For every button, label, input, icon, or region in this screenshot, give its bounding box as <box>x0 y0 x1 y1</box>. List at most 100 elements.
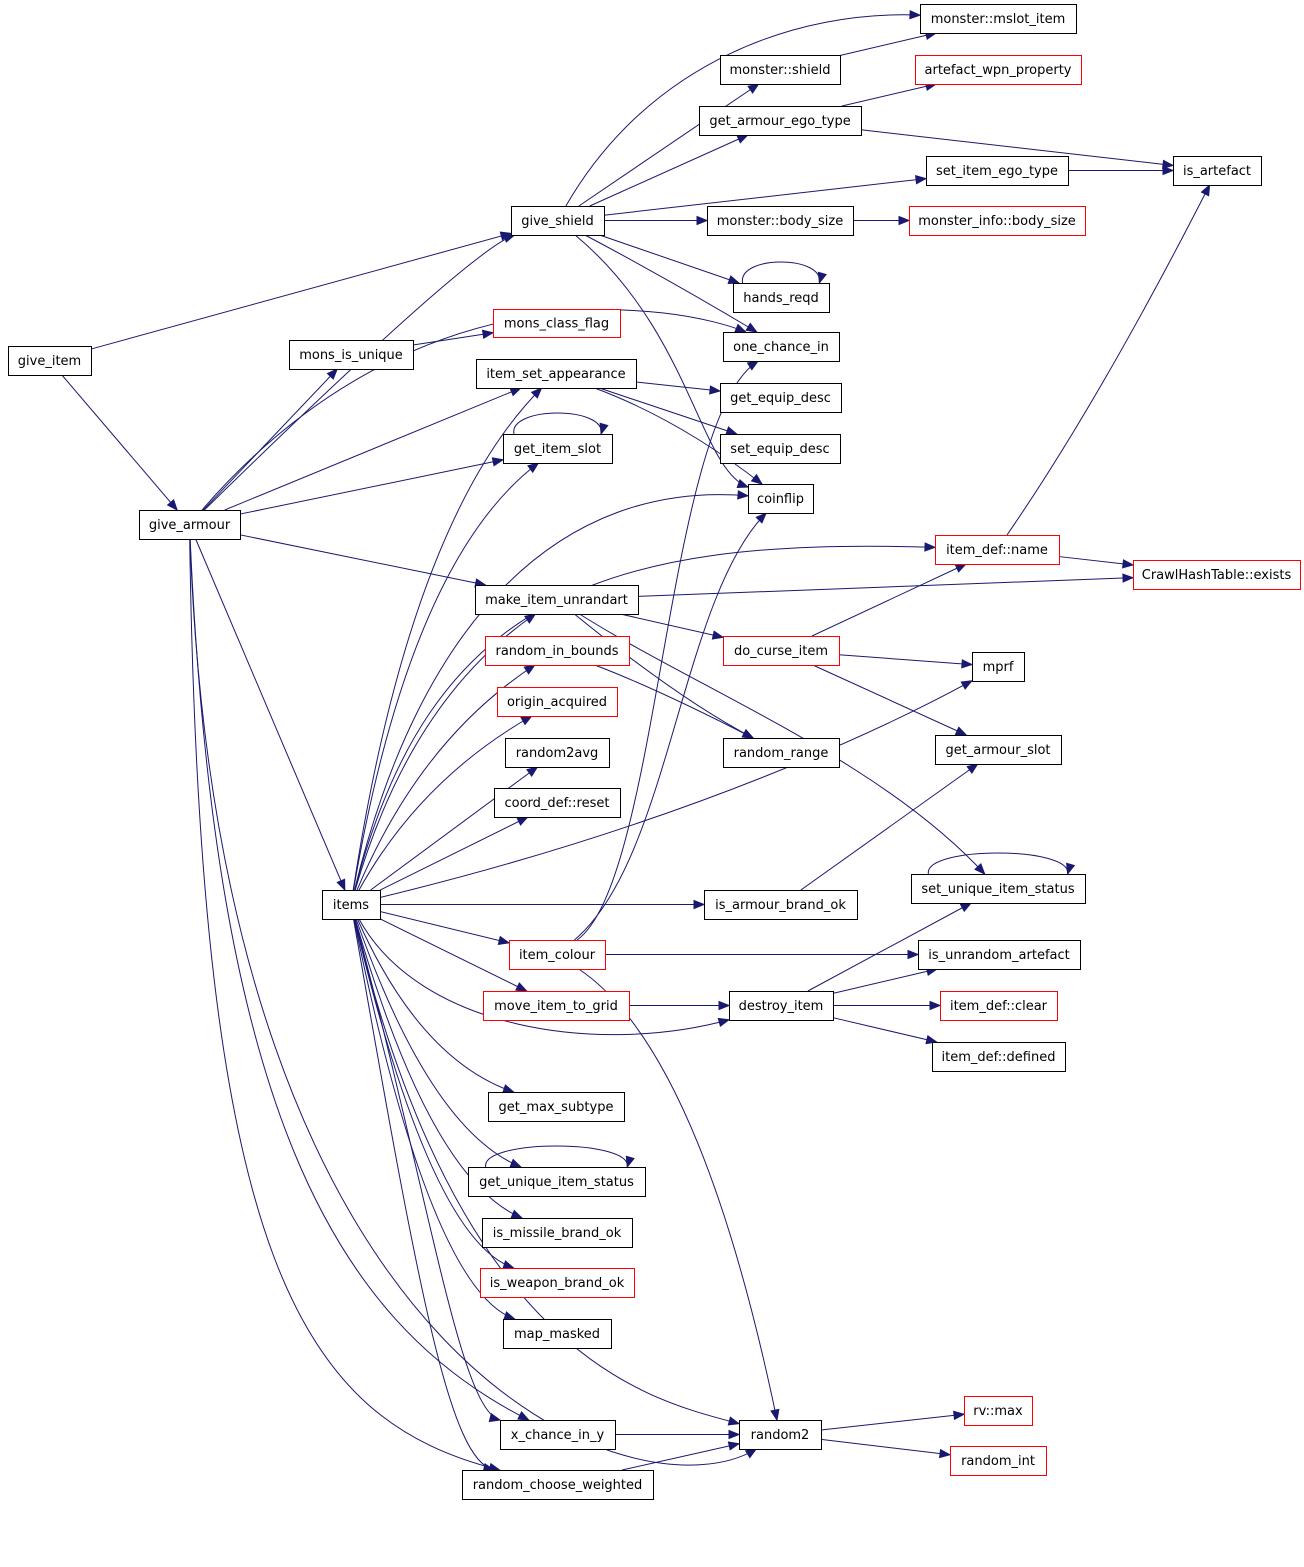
node-coinflip[interactable]: coinflip <box>748 484 814 514</box>
node-box <box>723 636 840 666</box>
node-label: get_max_subtype <box>499 1100 614 1115</box>
node-is-missile-brand-ok[interactable]: is_missile_brand_ok <box>482 1218 633 1248</box>
node-random-in-bounds[interactable]: random_in_bounds <box>485 636 630 666</box>
edge-do_curse_item-to-mprf <box>838 654 974 669</box>
node-is-weapon-brand-ok[interactable]: is_weapon_brand_ok <box>480 1268 635 1298</box>
node-random-choose-weighted[interactable]: random_choose_weighted <box>462 1470 654 1500</box>
edge-destroy_item-to-item_def_clear <box>833 1000 942 1011</box>
edge-give_shield-to-monster_shield <box>578 83 760 207</box>
node-box <box>511 206 605 236</box>
node-box <box>322 890 381 920</box>
node-box <box>704 890 858 920</box>
edge-do_curse_item-to-item_def_name <box>811 563 968 637</box>
node-x-chance-in-y[interactable]: x_chance_in_y <box>500 1420 616 1450</box>
node-hands-reqd[interactable]: hands_reqd <box>733 283 830 313</box>
node-label: item_def::defined <box>942 1050 1056 1065</box>
node-item-colour[interactable]: item_colour <box>509 940 606 970</box>
node-label: mons_class_flag <box>504 317 609 332</box>
node-give-item[interactable]: give_item <box>8 346 92 376</box>
node-box <box>915 55 1082 85</box>
node-random-range[interactable]: random_range <box>723 738 840 768</box>
node-set-equip-desc[interactable]: set_equip_desc <box>720 434 841 464</box>
node-mprf[interactable]: mprf <box>972 652 1025 682</box>
edge-give_shield-to-get_armour_ego_type <box>589 134 749 207</box>
node-item-def-name[interactable]: item_def::name <box>935 535 1060 565</box>
node-box <box>729 991 834 1021</box>
node-make-item-unrandart[interactable]: make_item_unrandart <box>475 585 639 615</box>
node-monster-body-size[interactable]: monster::body_size <box>707 206 854 236</box>
node-get-unique-item-status[interactable]: get_unique_item_status <box>468 1167 646 1197</box>
node-set-item-ego-type[interactable]: set_item_ego_type <box>926 156 1069 186</box>
node-box <box>920 4 1077 34</box>
node-box <box>739 1420 822 1450</box>
node-label: is_armour_brand_ok <box>715 898 846 913</box>
edge-random2-to-rv_max <box>820 1410 966 1431</box>
node-crawlhashtable-exists[interactable]: CrawlHashTable::exists <box>1133 560 1301 590</box>
node-map-masked[interactable]: map_masked <box>503 1319 612 1349</box>
node-move-item-to-grid[interactable]: move_item_to_grid <box>483 991 630 1021</box>
node-label: random_choose_weighted <box>473 1478 643 1493</box>
edge-give_armour-to-item_set_appearance <box>224 387 523 511</box>
node-box <box>935 735 1062 765</box>
node-item-set-appearance[interactable]: item_set_appearance <box>476 359 637 389</box>
node-mons-is-unique[interactable]: mons_is_unique <box>289 340 414 370</box>
node-random2[interactable]: random2 <box>739 1420 822 1450</box>
node-get-equip-desc[interactable]: get_equip_desc <box>720 383 842 413</box>
node-monster-info-body-size[interactable]: monster_info::body_size <box>909 206 1086 236</box>
node-is-armour-brand-ok[interactable]: is_armour_brand_ok <box>704 890 858 920</box>
node-box <box>494 788 621 818</box>
node-item-def-defined[interactable]: item_def::defined <box>932 1042 1066 1072</box>
node-label: item_def::name <box>946 543 1048 558</box>
edge-give_shield-to-one_chance_in <box>584 234 758 333</box>
node-box <box>289 340 414 370</box>
edge-item_colour-to-is_unrandom_artefact <box>605 949 920 960</box>
edge-items-to-random2avg <box>370 766 539 891</box>
node-label: is_artefact <box>1183 164 1251 179</box>
node-label: item_set_appearance <box>486 367 625 382</box>
node-set-unique-item-status[interactable]: set_unique_item_status <box>911 874 1086 904</box>
node-monster-mslot-item[interactable]: monster::mslot_item <box>920 4 1077 34</box>
node-artefact-wpn-property[interactable]: artefact_wpn_property <box>915 55 1082 85</box>
node-rv-max[interactable]: rv::max <box>964 1396 1033 1426</box>
edge-get_armour_ego_type-to-is_artefact <box>860 129 1175 169</box>
node-mons-class-flag[interactable]: mons_class_flag <box>493 309 621 338</box>
edge-set_unique_item_status-to-set_unique_item_status <box>927 852 1076 876</box>
node-is-artefact[interactable]: is_artefact <box>1173 156 1262 186</box>
edge-items-to-random_in_bounds <box>356 664 536 891</box>
node-box <box>462 1470 654 1500</box>
node-random2avg[interactable]: random2avg <box>505 738 610 768</box>
node-label: set_item_ego_type <box>936 164 1058 179</box>
edge-item_set_appearance-to-get_equip_desc <box>635 381 722 395</box>
edge-get_armour_ego_type-to-artefact_wpn_property <box>841 81 938 107</box>
node-items[interactable]: items <box>322 890 381 920</box>
node-box <box>488 1092 625 1122</box>
node-origin-acquired[interactable]: origin_acquired <box>497 687 618 717</box>
edge-give_shield-to-hands_reqd <box>599 234 741 285</box>
node-monster-shield[interactable]: monster::shield <box>720 55 841 85</box>
edge-is_armour_brand_ok-to-get_armour_slot <box>800 763 979 891</box>
node-get-armour-ego-type[interactable]: get_armour_ego_type <box>699 106 862 136</box>
node-get-item-slot[interactable]: get_item_slot <box>503 434 613 464</box>
node-random-int[interactable]: random_int <box>950 1446 1047 1476</box>
edge-item_set_appearance-to-coinflip <box>594 387 763 485</box>
node-give-armour[interactable]: give_armour <box>139 510 241 540</box>
node-do-curse-item[interactable]: do_curse_item <box>723 636 840 666</box>
node-give-shield[interactable]: give_shield <box>511 206 605 236</box>
node-box <box>139 510 241 540</box>
node-destroy-item[interactable]: destroy_item <box>729 991 834 1021</box>
node-item-def-clear[interactable]: item_def::clear <box>940 991 1058 1021</box>
edge-monster_shield-to-monster_mslot_item <box>839 30 938 56</box>
node-get-armour-slot[interactable]: get_armour_slot <box>935 735 1062 765</box>
node-coord-def-reset[interactable]: coord_def::reset <box>494 788 621 818</box>
node-one-chance-in[interactable]: one_chance_in <box>723 332 840 362</box>
edge-items-to-get_unique_item_status <box>355 918 523 1168</box>
node-label: get_armour_slot <box>945 743 1050 758</box>
node-box <box>480 1268 635 1298</box>
edge-mons_is_unique-to-mons_class_flag <box>412 329 495 346</box>
node-label: artefact_wpn_property <box>925 63 1072 78</box>
node-label: random_int <box>961 1454 1035 1469</box>
node-get-max-subtype[interactable]: get_max_subtype <box>488 1092 625 1122</box>
node-box <box>503 1319 612 1349</box>
node-is-unrandom-artefact[interactable]: is_unrandom_artefact <box>918 940 1081 970</box>
node-box <box>932 1042 1066 1072</box>
